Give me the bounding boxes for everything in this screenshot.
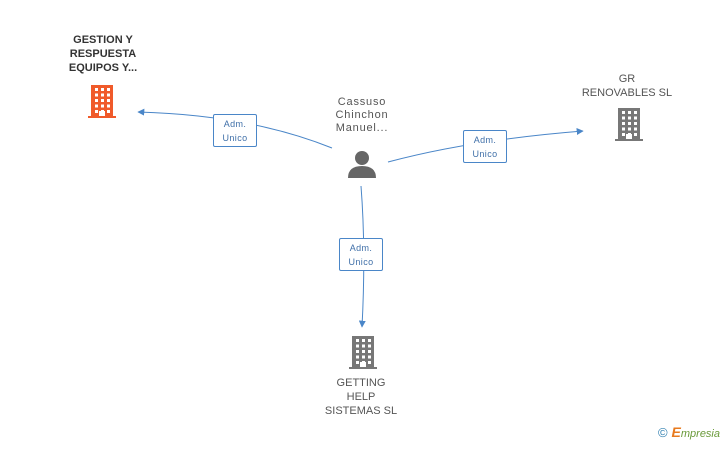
building-window (362, 344, 365, 348)
company-label-getting[interactable]: GETTING HELP SISTEMAS SL (324, 377, 398, 417)
building-window (362, 355, 365, 359)
building-window (356, 355, 359, 359)
building-window (101, 88, 104, 91)
building-window (95, 110, 98, 113)
building-door (626, 134, 632, 139)
building-window (95, 88, 98, 91)
building-window (622, 127, 625, 131)
building-icon-gr[interactable] (615, 108, 643, 141)
building-window (634, 127, 637, 131)
building-window (628, 127, 631, 131)
building-window (628, 122, 631, 125)
building-window (107, 110, 110, 113)
edge-role: Adm. (223, 119, 247, 129)
brand-initial: E (671, 424, 681, 440)
copyright-icon: © (657, 425, 668, 440)
building-window (356, 344, 359, 348)
building-window (368, 355, 371, 359)
edge-role: Adm. (473, 135, 497, 145)
building-window (622, 116, 625, 120)
brand-logo: ©Empresia (658, 424, 720, 440)
building-window (95, 99, 98, 102)
building-window (107, 99, 110, 102)
building-window (101, 93, 104, 97)
building-window (634, 111, 637, 114)
edge-role-type: Unico (472, 149, 498, 159)
building-base (88, 116, 116, 118)
building-window (107, 88, 110, 91)
building-window (622, 111, 625, 114)
company-label-gr[interactable]: GR RENOVABLES SL (581, 73, 673, 99)
company-label-gestion[interactable]: GESTION Y RESPUESTA EQUIPOS Y... (68, 34, 138, 74)
person-label[interactable]: Cassuso Chinchon Manuel... (335, 96, 389, 134)
building-window (622, 122, 625, 125)
building-window (95, 93, 98, 97)
person-icon[interactable] (348, 151, 376, 178)
building-window (628, 116, 631, 120)
building-window (107, 104, 110, 108)
building-icon-gestion[interactable] (88, 85, 116, 118)
building-icon-getting[interactable] (349, 336, 377, 369)
building-window (362, 339, 365, 342)
building-window (356, 339, 359, 342)
building-window (356, 361, 359, 364)
edge-role: Adm. (349, 243, 373, 253)
building-window (622, 133, 625, 136)
building-window (101, 99, 104, 102)
building-window (107, 93, 110, 97)
building-door (360, 362, 366, 367)
building-window (634, 116, 637, 120)
edge-label-getting: Adm. Unico (339, 238, 383, 271)
edge-role-type: Unico (222, 133, 248, 143)
building-door (99, 111, 105, 116)
building-window (95, 104, 98, 108)
building-window (368, 361, 371, 364)
brand-name: mpresia (680, 428, 720, 440)
building-window (634, 133, 637, 136)
building-base (349, 367, 377, 369)
building-window (101, 104, 104, 108)
building-base (615, 139, 643, 141)
building-window (368, 339, 371, 342)
building-window (628, 111, 631, 114)
building-window (362, 350, 365, 353)
edge-label-gestion: Adm. Unico (213, 114, 257, 147)
edge-role-type: Unico (348, 257, 374, 267)
building-window (634, 122, 637, 125)
building-window (368, 344, 371, 348)
building-window (356, 350, 359, 353)
edge-label-gr: Adm. Unico (463, 130, 507, 163)
building-window (368, 350, 371, 353)
